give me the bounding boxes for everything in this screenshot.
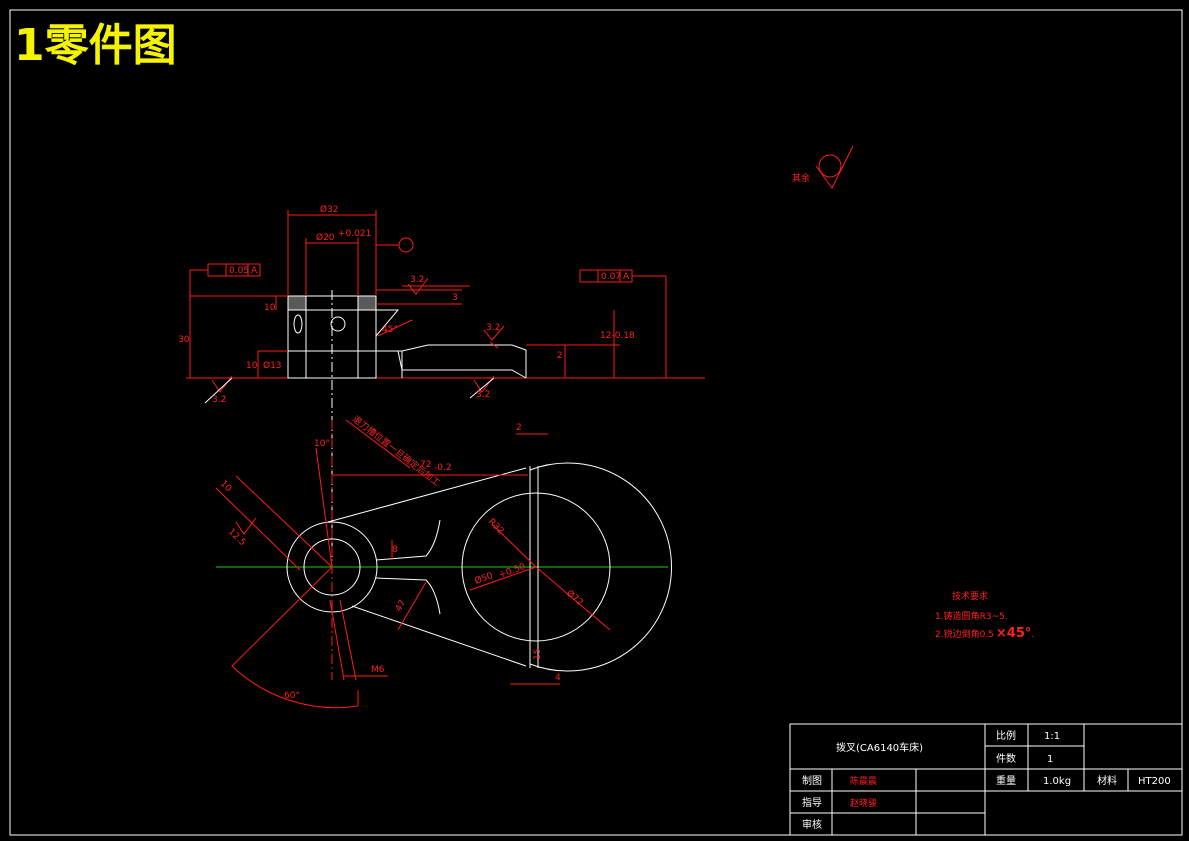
scale-value: 1:1: [1044, 731, 1060, 742]
front-view: Ø32 Ø20 +0.021 0.05 A 30 10 10 Ø13 3.2 3: [178, 204, 705, 560]
dim-v2: 2: [516, 423, 522, 433]
dim-v15: 15: [533, 649, 543, 660]
tech-item2-line: 2.锐边倒角0.5×45°.: [935, 626, 1034, 641]
tech-item2: 2.锐边倒角0.5: [935, 628, 994, 640]
dim-v47: 47: [394, 599, 408, 614]
drawing-frame: [9, 9, 1183, 836]
tech-item1: 1.铸造圆角R3~5.: [935, 610, 1008, 622]
page-title: 1零件图: [14, 20, 177, 71]
drawn-name: 陈晨晨: [850, 775, 877, 787]
weight-value: 1.0kg: [1043, 776, 1071, 787]
dim-r12: 12-0.18: [600, 331, 635, 341]
dim-h10-bot: 10: [246, 361, 258, 371]
dim-len72-tol: -0.2: [434, 463, 452, 473]
slot-note: 退刀槽位置一旦确定后加工: [350, 413, 443, 489]
dim-a60: 60°: [284, 691, 300, 701]
dim-len72: 72: [420, 460, 431, 470]
dim-a10deg: 10°: [314, 439, 330, 449]
guide-name: 赵晓骏: [850, 797, 877, 809]
dim-d20: Ø20: [316, 232, 335, 243]
tech-item2-tail: .: [1031, 630, 1034, 640]
dim-chamfer45: 45°: [382, 325, 398, 335]
dim-h10-top: 10: [264, 303, 276, 313]
dim-h3: 3: [452, 293, 458, 303]
gdt-left-datum: A: [251, 266, 258, 276]
tech-title: 技术要求: [952, 590, 988, 602]
roughness-left-bottom: 3.2: [212, 395, 226, 405]
dim-phi13: Ø13: [263, 360, 282, 371]
dim-phi50-tol: +0.50: [498, 562, 528, 581]
roughness-top-view: 12.5: [226, 527, 247, 548]
top-view: 72 -0.2 10° 退刀槽位置一旦确定后加工 2 10 12.5 8 47 …: [215, 413, 673, 709]
technical-requirements: 技术要求 1.铸造圆角R3~5. 2.锐边倒角0.5×45°.: [935, 590, 1034, 641]
dim-d32: Ø32: [320, 204, 339, 215]
gdt-right-tol: 0.07: [601, 272, 621, 282]
weight-label: 重量: [996, 774, 1016, 787]
roughness-other-symbol: 其余: [792, 145, 854, 189]
gdt-right-datum: A: [623, 272, 630, 282]
scale-label: 比例: [996, 729, 1016, 742]
material-value: HT200: [1138, 776, 1171, 787]
qty-value: 1: [1047, 754, 1053, 765]
dim-v4: 4: [555, 673, 561, 683]
dim-phi72: Ø72: [564, 588, 585, 608]
gdt-left-tol: 0.05: [229, 266, 249, 276]
dim-m6: M6: [371, 665, 385, 675]
dim-d20-tol: +0.021: [338, 229, 371, 239]
roughness-other-label: 其余: [792, 172, 810, 184]
tech-item2-big: ×45°: [996, 626, 1031, 641]
material-label: 材料: [1097, 774, 1117, 787]
dim-v8: 8: [392, 545, 398, 555]
part-name: 拨叉(CA6140车床): [836, 741, 923, 754]
dim-h2: 2: [557, 351, 563, 361]
review-label: 审核: [802, 818, 822, 831]
dim-h30: 30: [178, 335, 190, 345]
guide-label: 指导: [802, 796, 822, 809]
roughness-bottom-mid: 3.2: [476, 390, 490, 400]
dim-phi50: Ø50: [473, 570, 494, 587]
drawn-label: 制图: [802, 774, 822, 787]
qty-label: 件数: [996, 752, 1016, 765]
title-block: 拨叉(CA6140车床) 比例 1:1 件数 1 制图 陈晨晨 指导 赵晓骏 审…: [789, 723, 1183, 836]
roughness-mid: 3.2: [486, 323, 500, 333]
roughness-top: 3.2: [410, 275, 424, 285]
